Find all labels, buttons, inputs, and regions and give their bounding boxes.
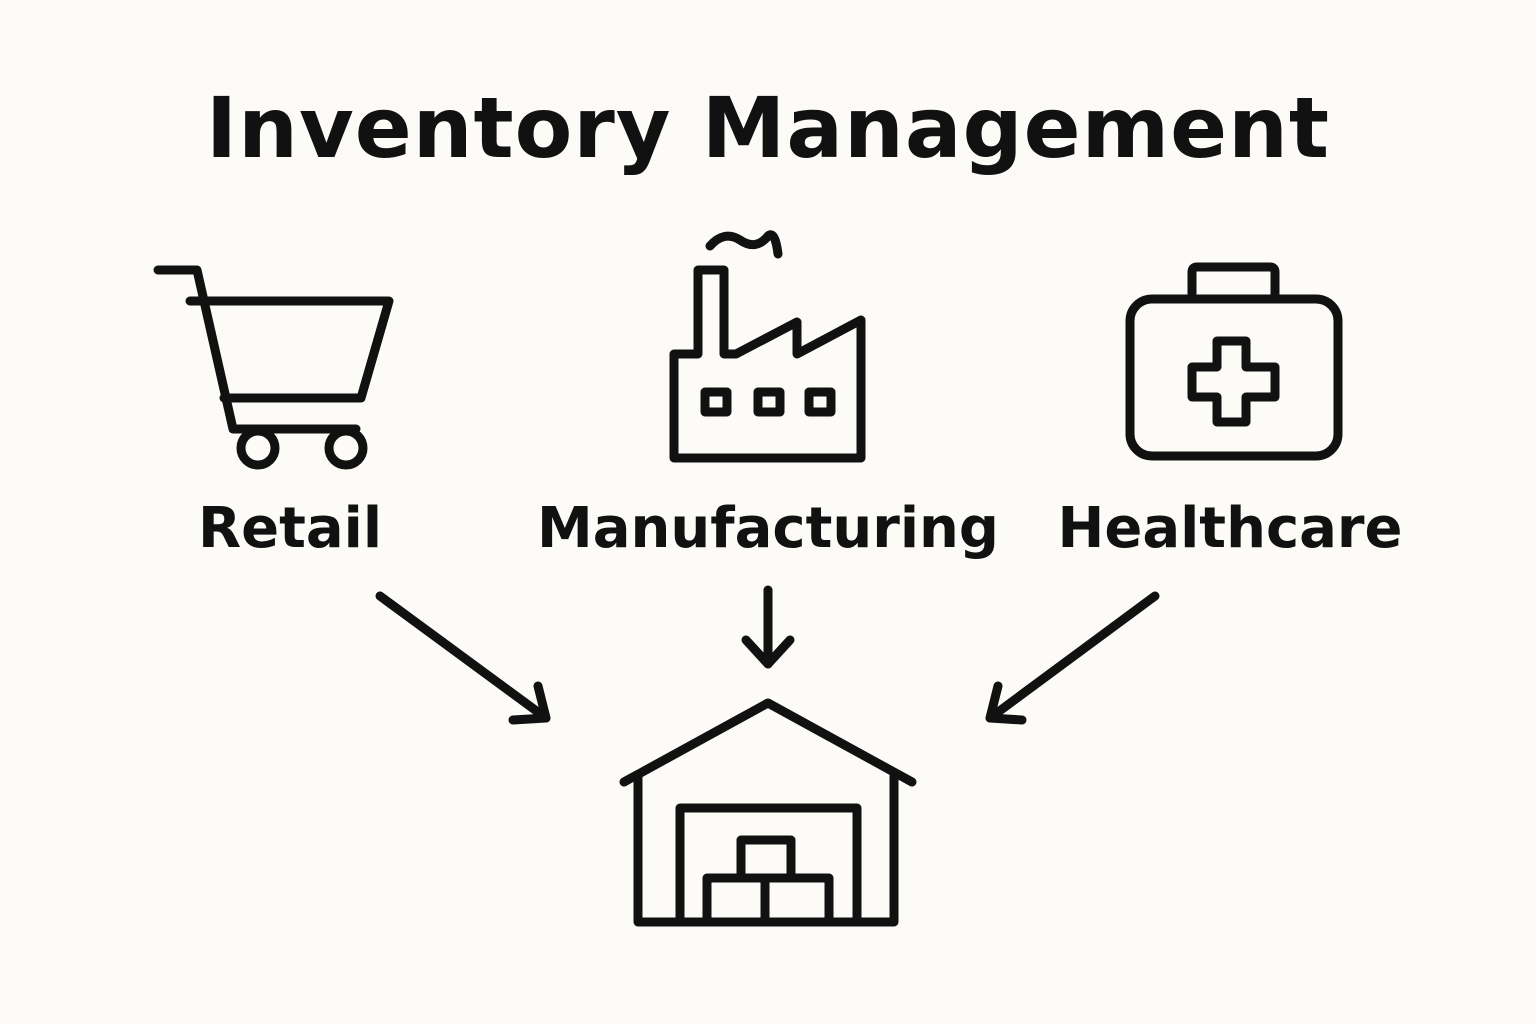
manufacturing-label: Manufacturing: [537, 496, 999, 561]
diagram-title: Inventory Management: [205, 79, 1331, 177]
warehouse-icon: [619, 698, 917, 927]
shopping-cart-icon: [153, 265, 394, 470]
manufacturing-arrow-icon: [741, 585, 795, 669]
retail-label: Retail: [197, 496, 383, 561]
factory-icon: [669, 230, 866, 463]
healthcare-arrow-icon: [985, 591, 1160, 725]
retail-arrow-icon: [375, 591, 551, 725]
healthcare-label: Healthcare: [1057, 496, 1403, 561]
first-aid-kit-icon: [1125, 262, 1343, 461]
